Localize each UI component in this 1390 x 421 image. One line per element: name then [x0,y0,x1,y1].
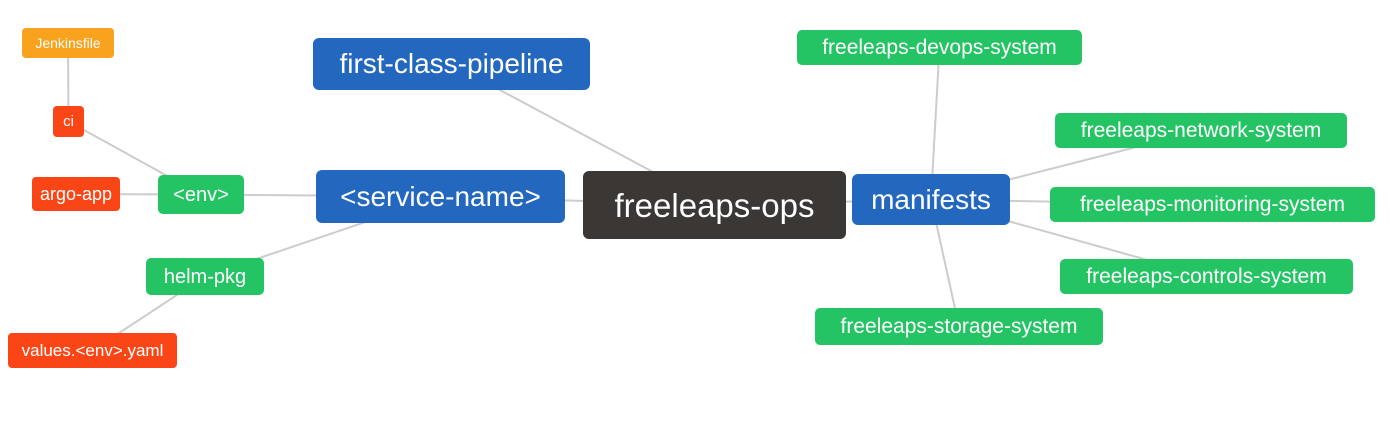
node-argo-app[interactable]: argo-app [32,177,120,211]
node-service-name[interactable]: <service-name> [316,170,565,223]
node-freeleaps-network-system[interactable]: freeleaps-network-system [1055,113,1347,148]
node-first-class-pipeline[interactable]: first-class-pipeline [313,38,590,90]
node-freeleaps-ops[interactable]: freeleaps-ops [583,171,846,239]
node-freeleaps-devops-system[interactable]: freeleaps-devops-system [797,30,1082,65]
node-freeleaps-monitoring-system[interactable]: freeleaps-monitoring-system [1050,187,1375,222]
node-env[interactable]: <env> [158,175,244,214]
node-helm-pkg[interactable]: helm-pkg [146,258,264,295]
node-ci[interactable]: ci [53,106,84,137]
node-jenkinsfile[interactable]: Jenkinsfile [22,28,114,58]
node-manifests[interactable]: manifests [852,174,1010,225]
node-freeleaps-controls-system[interactable]: freeleaps-controls-system [1060,259,1353,294]
node-values-env-yaml[interactable]: values.<env>.yaml [8,333,177,368]
node-freeleaps-storage-system[interactable]: freeleaps-storage-system [815,308,1103,345]
